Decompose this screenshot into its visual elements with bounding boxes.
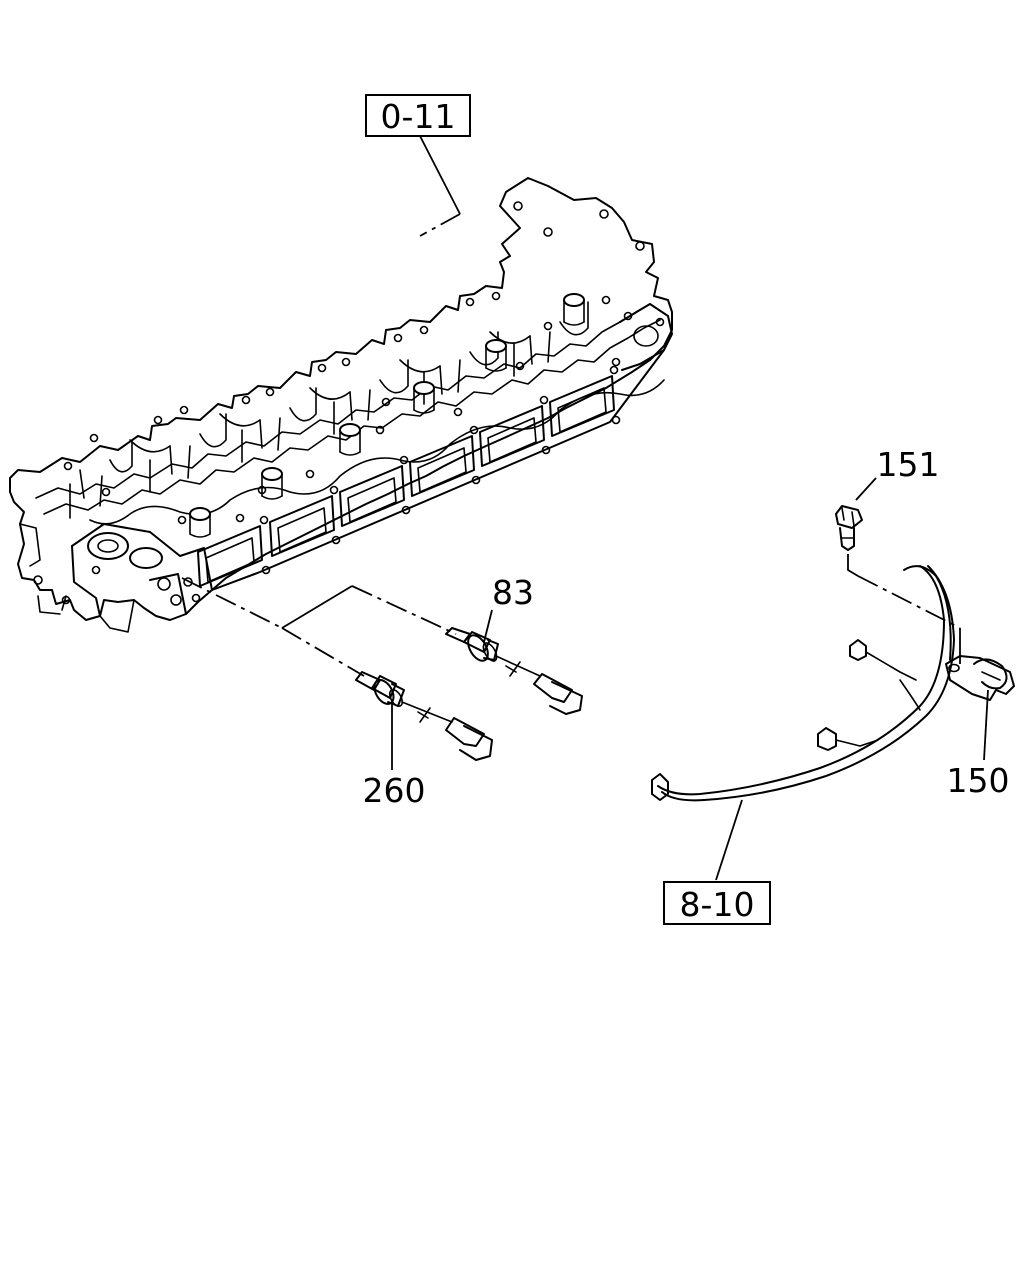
callout-label-8-10: 8-10 bbox=[680, 885, 755, 924]
bolt-151 bbox=[835, 505, 863, 551]
bracket-150 bbox=[945, 655, 1015, 701]
callout-cylinder-head: 0-11 bbox=[365, 94, 471, 137]
sensor-260 bbox=[355, 671, 493, 761]
cylinder-head bbox=[9, 177, 673, 633]
intake-ports bbox=[197, 375, 615, 587]
callout-box-0-11 bbox=[365, 94, 471, 137]
callout-harness: 8-10 bbox=[663, 881, 771, 925]
sensor-83 bbox=[445, 627, 583, 715]
part-number-151: 151 bbox=[877, 445, 940, 484]
part-number-150: 150 bbox=[947, 761, 1010, 800]
wiring-harness bbox=[651, 565, 955, 802]
part-number-260: 260 bbox=[363, 771, 426, 810]
callout-box-8-10 bbox=[663, 881, 771, 925]
top-bolt-holes bbox=[63, 201, 645, 525]
callout-label-0-11: 0-11 bbox=[381, 97, 456, 136]
part-number-83: 83 bbox=[492, 573, 534, 612]
injector-bosses bbox=[189, 293, 585, 538]
